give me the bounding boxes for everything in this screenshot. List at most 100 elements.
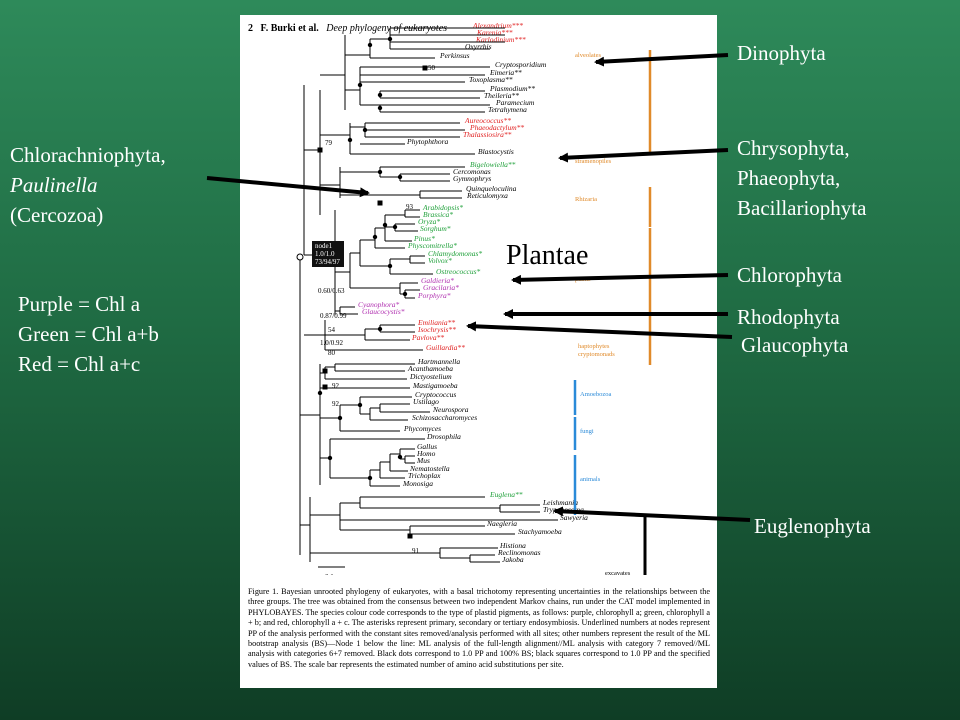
node-support-value: 54 (328, 326, 336, 334)
group-label: excavates (605, 570, 631, 575)
taxon-label: Euglena** (489, 490, 523, 499)
taxon-label: Neurospora (432, 405, 469, 414)
support-dot (337, 415, 343, 421)
support-square (317, 147, 323, 153)
taxon-label: Ustilago (413, 397, 439, 406)
taxon-label: Bigelowiella** (470, 160, 516, 169)
taxon-label: Perkinsus (439, 51, 470, 60)
node-support-value: 80 (328, 349, 336, 357)
support-dot (362, 127, 368, 133)
node-support-value: 93 (406, 203, 414, 211)
support-dot (387, 36, 393, 42)
taxon-label: Oryza* (418, 217, 440, 226)
support-square (422, 65, 428, 71)
taxon-label: Ostreococcus* (436, 267, 481, 276)
taxon-label: Pavlova** (411, 333, 444, 342)
chlor-line2: Paulinella (10, 173, 98, 197)
group-label: haptophytes (578, 343, 610, 350)
taxon-label: Physcomitrella* (407, 241, 457, 250)
taxon-label: Gallus (417, 442, 437, 451)
taxon-label: Reticulomyxa (466, 191, 508, 200)
group-label: animals (580, 476, 601, 483)
support-dot (377, 169, 383, 175)
taxon-label: Theileria** (484, 91, 519, 100)
euglenophyta-label: Euglenophyta (754, 514, 871, 538)
taxon-label: Chlamydomonas* (428, 249, 482, 258)
group-label: fungi (580, 428, 594, 435)
taxon-label: Karlodinium*** (475, 35, 526, 44)
taxon-label: Phycomyces (403, 424, 441, 433)
taxon-label: Mus (416, 456, 430, 465)
node-support-value: 0.60/0.63 (318, 287, 345, 295)
phylogenetic-tree: Alexandrium***Karenia***Karlodinium***Ox… (296, 21, 652, 575)
taxon-label: Schizosaccharomyces (412, 413, 477, 422)
support-dot (317, 390, 323, 396)
support-square (322, 384, 328, 390)
node-support-value: 92 (332, 382, 340, 390)
taxon-label: Hartmannella (417, 357, 460, 366)
root-node (296, 253, 304, 261)
taxon-label: Pinus* (413, 234, 435, 243)
taxon-label: Gracilaria* (423, 283, 459, 292)
taxon-label: Acanthamoeba (407, 364, 453, 373)
support-dot (387, 263, 393, 269)
chryso-line3: Bacillariophyta (737, 196, 867, 220)
legend-green: Green = Chl a+b (18, 322, 159, 346)
taxon-label: Cryptosporidium (495, 60, 547, 69)
scale-label: 0.1 (325, 573, 334, 575)
chrysophyta-label: Chrysophyta, Phaeophyta, Bacillariophyta (737, 133, 866, 223)
taxon-label: Glaucocystis* (362, 307, 405, 316)
group-label: alveolates (575, 52, 601, 59)
phylogeny-figure: 2 F. Burki et al. Deep phylogeny of euka… (240, 15, 717, 688)
node1-badge (312, 241, 344, 267)
support-dot (392, 224, 398, 230)
support-dot (382, 222, 388, 228)
legend-purple: Purple = Chl a (18, 292, 141, 316)
dinophyta-label: Dinophyta (737, 41, 826, 65)
taxon-label: Naegleria (486, 519, 517, 528)
figure-caption: Figure 1. Bayesian unrooted phylogeny of… (248, 587, 710, 669)
taxon-label: Volvox* (428, 256, 452, 265)
taxon-label: Eimeria** (489, 68, 522, 77)
taxon-label: Thalassiosira** (463, 130, 512, 139)
taxon-label: Gymnophrys (453, 174, 491, 183)
support-dot (367, 42, 373, 48)
node1-support: 1.0/1.0 (315, 250, 335, 258)
glaucophyta-label: Glaucophyta (741, 333, 849, 357)
support-dot (347, 137, 353, 143)
taxon-label: Brassica* (423, 210, 453, 219)
node1-label: node1 (315, 242, 333, 250)
taxon-label: Cryptococcus (415, 390, 456, 399)
support-dot (377, 105, 383, 111)
taxon-label: Stachyamoeba (518, 527, 562, 536)
support-dot (402, 291, 408, 297)
taxon-label: Cyanophora* (358, 300, 400, 309)
taxon-label: Porphyra* (417, 291, 451, 300)
taxon-label: Blastocystis (478, 147, 514, 156)
taxon-label: Jakoba (502, 555, 524, 564)
taxon-label: Karenia*** (476, 28, 513, 37)
taxon-label: Monosiga (402, 479, 433, 488)
group-label: Rhizaria (575, 196, 597, 203)
support-dot (377, 92, 383, 98)
rhodophyta-label: Rhodophyta (737, 305, 840, 329)
header-authors: F. Burki et al. (260, 23, 319, 34)
node-support-value: 0.87/0.99 (320, 312, 347, 320)
taxon-label: Paramecium (495, 98, 535, 107)
chlorachniophyta-label: Chlorachniophyta, Paulinella (Cercozoa) (10, 140, 166, 230)
group-label: cryptomonads (578, 351, 615, 358)
plantae-label: Plantae (506, 240, 589, 271)
taxon-label: Homo (416, 449, 436, 458)
taxon-label: Isochrysis** (417, 325, 456, 334)
support-dot (367, 475, 373, 481)
node-support-value: 91 (412, 547, 420, 555)
support-dot (397, 174, 403, 180)
group-label: Amoebozoa (580, 391, 612, 398)
taxon-label: Mastigamoeba (412, 381, 458, 390)
taxon-label: Phytophthora (406, 137, 448, 146)
taxon-label: Trichoplax (408, 471, 441, 480)
taxon-label: Cercomonas (453, 167, 491, 176)
chlor-line1: Chlorachniophyta, (10, 143, 166, 167)
chlor-line3: (Cercozoa) (10, 203, 104, 227)
taxon-label: Leishmania (542, 498, 578, 507)
